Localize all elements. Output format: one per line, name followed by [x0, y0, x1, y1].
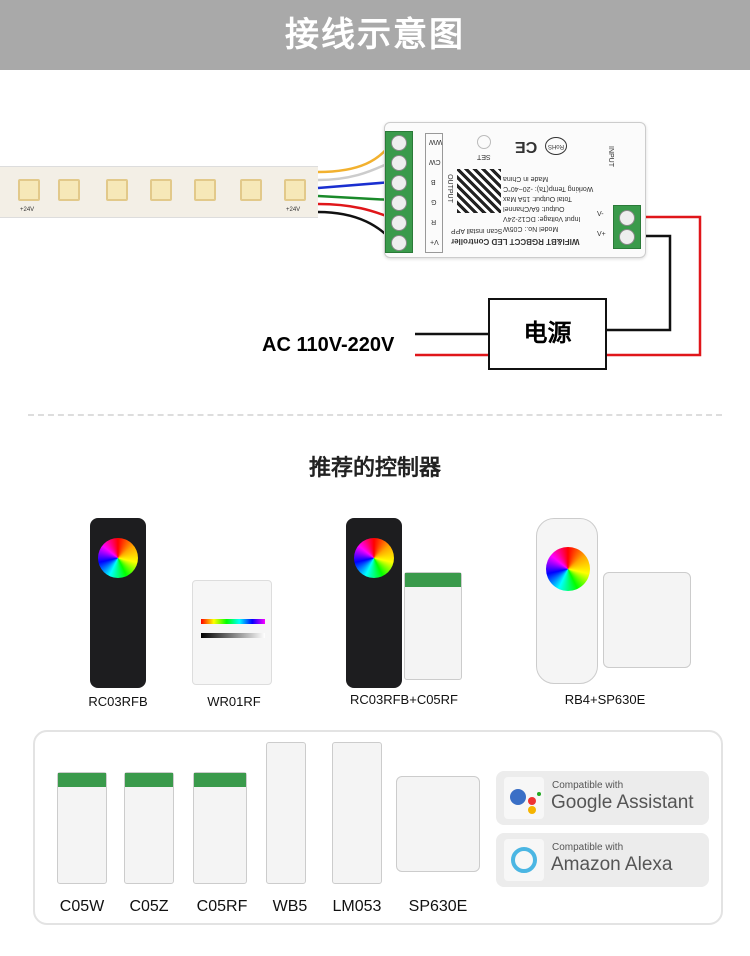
set-button[interactable]: [477, 135, 491, 149]
model-label: C05RF: [196, 898, 248, 915]
rohs-mark: RoHS: [545, 137, 568, 155]
section-title: 推荐的控制器: [308, 455, 441, 480]
controller-c05w: WW CW B G R V+ OUTPUT SET CE RoHS Made i…: [384, 122, 646, 258]
wire-g: [317, 194, 393, 202]
wiring: [317, 141, 702, 357]
led-strip: +24V +24V: [0, 166, 318, 218]
badge-big-text: Google Assistant: [551, 792, 694, 813]
divider: [28, 414, 722, 416]
amazon-alexa-badge: Compatible with Amazon Alexa: [496, 833, 709, 887]
model-label: WB5: [272, 898, 308, 915]
spec-line: Input Voltage: DC12-24V: [503, 215, 581, 222]
product-label: WR01RF: [207, 694, 261, 709]
model-label: C05Z: [129, 898, 169, 915]
sp630e-controller: [603, 572, 691, 668]
input-label: INPUT: [607, 146, 614, 167]
c05z-image: [124, 772, 174, 884]
badge-small-text: Compatible with: [552, 842, 624, 853]
badge-small-text: Compatible with: [552, 780, 624, 791]
model-label: C05W: [59, 898, 105, 915]
wr01rf-panel: [192, 580, 272, 685]
channel-label: CW: [429, 158, 441, 165]
spec-line: Working Temp(Ta): -20~40°C: [503, 185, 594, 192]
wire-input-red: [607, 215, 702, 357]
wb5-image: [266, 742, 306, 884]
badge-big-text: Amazon Alexa: [551, 854, 673, 875]
spec-line: Made in China: [503, 175, 549, 182]
page-title: 接线示意图: [0, 0, 750, 70]
wire-b: [317, 180, 393, 190]
alexa-icon: [504, 839, 544, 881]
product-label: RC03RFB: [88, 694, 148, 709]
ac-input-label: AC 110V-220V: [262, 334, 395, 356]
wire-input-black: [607, 234, 672, 332]
product-label: RB4+SP630E: [564, 692, 646, 707]
input-terminal: [613, 205, 641, 249]
compatible-controllers-panel: [33, 730, 723, 925]
lm053-image: [332, 742, 382, 884]
scan-label: Scan install APP: [451, 227, 503, 234]
rc03rfb-remote-2: [346, 518, 402, 688]
channel-label: B: [431, 178, 436, 185]
channel-labels: WW CW B G R V+: [425, 133, 443, 253]
output-terminal: [385, 131, 413, 253]
channel-label: V+: [430, 238, 439, 245]
strip-label: +24V: [20, 207, 35, 213]
output-label: OUTPUT: [445, 174, 453, 203]
c05rf-controller: [404, 572, 462, 680]
rb4-remote: [536, 518, 598, 684]
model-label: LM053: [332, 898, 382, 915]
set-label: SET: [477, 153, 491, 160]
model-label: SP630E: [408, 898, 468, 915]
wire-v: [317, 210, 393, 241]
channel-label: R: [431, 218, 437, 225]
strip-label: +24V: [286, 207, 301, 213]
spec-line: Total Output: 15A Max: [503, 195, 572, 202]
ce-mark: CE: [515, 138, 538, 155]
power-supply: 电源: [488, 298, 607, 370]
rc03rfb-remote: [90, 518, 146, 688]
google-assistant-badge: Compatible with Google Assistant: [496, 771, 709, 825]
google-assistant-icon: [504, 777, 544, 819]
channel-label: WW: [429, 138, 443, 145]
product-label: RC03RFB+C05RF: [349, 692, 458, 707]
channel-label: G: [431, 198, 437, 205]
input-pin-label: V+: [597, 231, 606, 238]
controller-title: WIFI&BT RGBCCT LED Controller: [451, 237, 580, 246]
spec-line: Output: 6A/Channel: [503, 205, 565, 212]
qr-code: [457, 169, 501, 213]
spec-line: Model No.: C05W: [503, 225, 559, 232]
input-pin-label: V-: [597, 211, 604, 218]
sp630e-image: [396, 776, 480, 872]
c05rf-image: [193, 772, 247, 884]
c05w-image: [57, 772, 107, 884]
